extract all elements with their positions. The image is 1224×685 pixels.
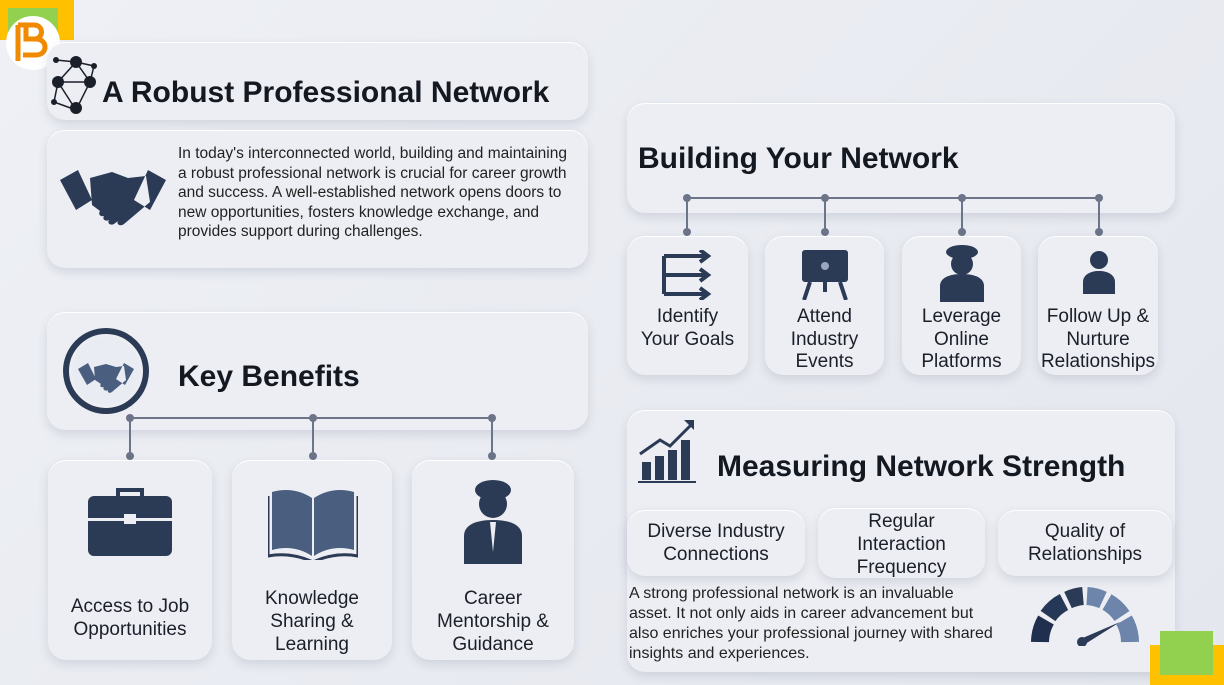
step-card bbox=[627, 236, 748, 375]
connector-dot bbox=[126, 452, 134, 460]
connector-line bbox=[687, 197, 1100, 199]
arrows-goals-icon bbox=[662, 250, 712, 300]
connector-dot bbox=[821, 194, 829, 202]
measuring-title: Measuring Network Strength bbox=[717, 450, 1126, 483]
metric-label: Regular Interaction Frequency bbox=[856, 511, 947, 578]
connector-dot bbox=[958, 228, 966, 236]
step-label: Identify Your Goals bbox=[640, 306, 735, 350]
connector-dot bbox=[126, 414, 134, 422]
benefit-card-jobs bbox=[48, 460, 212, 660]
connector-dot bbox=[309, 414, 317, 422]
connector-dot bbox=[488, 414, 496, 422]
connector-dot bbox=[683, 194, 691, 202]
connector-line bbox=[824, 197, 826, 233]
intro-text: In today's interconnected world, buildin… bbox=[178, 145, 567, 241]
connector-dot bbox=[309, 452, 317, 460]
connector-dot bbox=[488, 452, 496, 460]
summary-text: A strong professional network is an inva… bbox=[629, 585, 993, 662]
step-label: Attend Industry Events bbox=[790, 306, 859, 372]
cycle-handshake-icon bbox=[63, 328, 149, 414]
page-title: A Robust Professional Network bbox=[102, 76, 550, 109]
connector-dot bbox=[1095, 228, 1103, 236]
title-card bbox=[47, 42, 588, 120]
benefit-label: Access to Job Opportunities bbox=[70, 596, 190, 640]
presentation-board-icon bbox=[802, 250, 848, 300]
handshake-icon bbox=[60, 170, 166, 226]
intro-card bbox=[47, 130, 588, 268]
connector-line bbox=[686, 197, 688, 233]
connector-line bbox=[1098, 197, 1100, 233]
building-card bbox=[627, 103, 1175, 213]
growth-chart-icon bbox=[638, 420, 696, 483]
connector-line bbox=[129, 417, 131, 457]
connector-line bbox=[961, 197, 963, 233]
corner-green-block bbox=[1160, 631, 1213, 675]
connector-dot bbox=[1095, 194, 1103, 202]
person-online-icon bbox=[940, 245, 984, 302]
briefcase-icon bbox=[88, 488, 172, 556]
mentor-icon bbox=[464, 480, 522, 564]
metric-label: Quality of Relationships bbox=[1027, 521, 1143, 565]
person-icon bbox=[1083, 251, 1115, 294]
metric-label: Diverse Industry Connections bbox=[647, 521, 785, 565]
benefit-label: Knowledge Sharing & Learning bbox=[264, 588, 360, 655]
connector-dot bbox=[821, 228, 829, 236]
benefit-label: Career Mentorship & Guidance bbox=[437, 588, 549, 655]
step-label: Follow Up & Nurture Relationships bbox=[1040, 306, 1156, 372]
network-icon bbox=[51, 56, 97, 114]
connector-dot bbox=[958, 194, 966, 202]
connector-line bbox=[491, 417, 493, 457]
book-icon bbox=[268, 490, 358, 560]
building-title: Building Your Network bbox=[638, 142, 959, 175]
connector-line bbox=[312, 417, 314, 457]
benefit-card-knowledge bbox=[232, 460, 392, 660]
connector-dot bbox=[683, 228, 691, 236]
step-label: Leverage Online Platforms bbox=[921, 306, 1002, 372]
metric-card bbox=[818, 508, 985, 578]
metric-card bbox=[627, 510, 805, 576]
metric-card bbox=[998, 510, 1172, 576]
gauge-icon bbox=[1031, 587, 1139, 646]
key-benefits-title: Key Benefits bbox=[178, 360, 360, 393]
